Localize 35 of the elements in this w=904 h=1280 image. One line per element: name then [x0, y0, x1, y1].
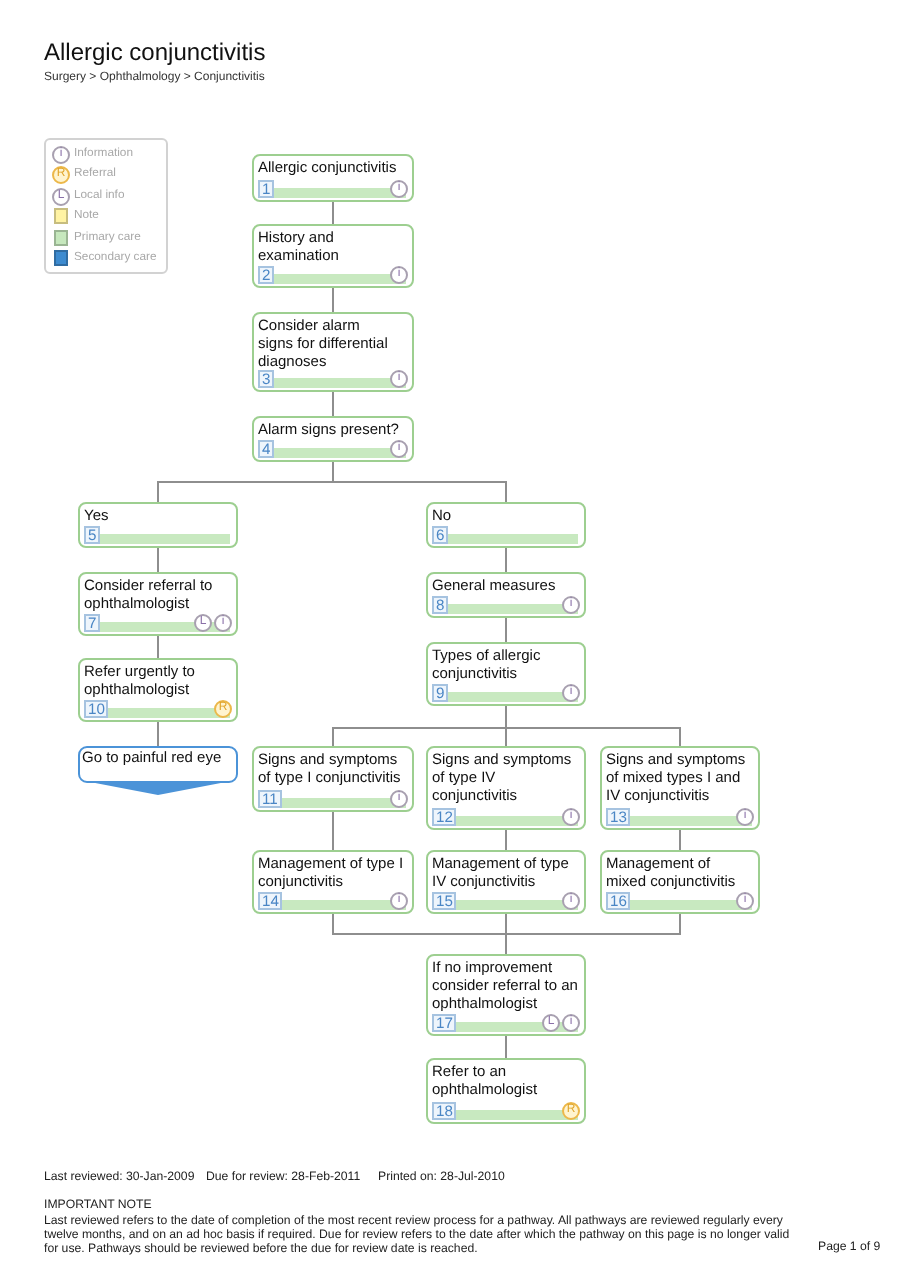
connector-line [332, 811, 334, 851]
process-box [252, 416, 414, 462]
link-box [78, 746, 238, 796]
page-title: Allergic conjunctivitis [44, 38, 266, 66]
process-box [426, 954, 586, 1036]
process-box [426, 850, 586, 914]
connector-line [679, 829, 681, 851]
connector-line [157, 721, 159, 747]
process-box [426, 1058, 586, 1124]
process-box [78, 572, 238, 636]
connector-line [157, 635, 159, 659]
connector-line [157, 461, 507, 503]
connector-line [332, 287, 334, 313]
connector-line [332, 705, 681, 747]
connector-line [332, 391, 334, 417]
process-box [252, 224, 414, 288]
process-box [600, 850, 760, 914]
process-box [426, 746, 586, 830]
process-box [426, 502, 586, 548]
process-box [426, 572, 586, 618]
connector-line [505, 1035, 507, 1059]
process-box [252, 154, 414, 202]
connector-line [505, 617, 507, 643]
process-box [426, 642, 586, 706]
process-box [252, 312, 414, 392]
process-box [600, 746, 760, 830]
connector-line [505, 547, 507, 573]
process-box [78, 658, 238, 722]
connector-line [332, 913, 681, 955]
process-box [252, 746, 414, 812]
process-box [252, 850, 414, 914]
process-box [78, 502, 238, 548]
connector-line [505, 829, 507, 851]
connector-line [332, 201, 334, 225]
connector-line [157, 547, 159, 573]
